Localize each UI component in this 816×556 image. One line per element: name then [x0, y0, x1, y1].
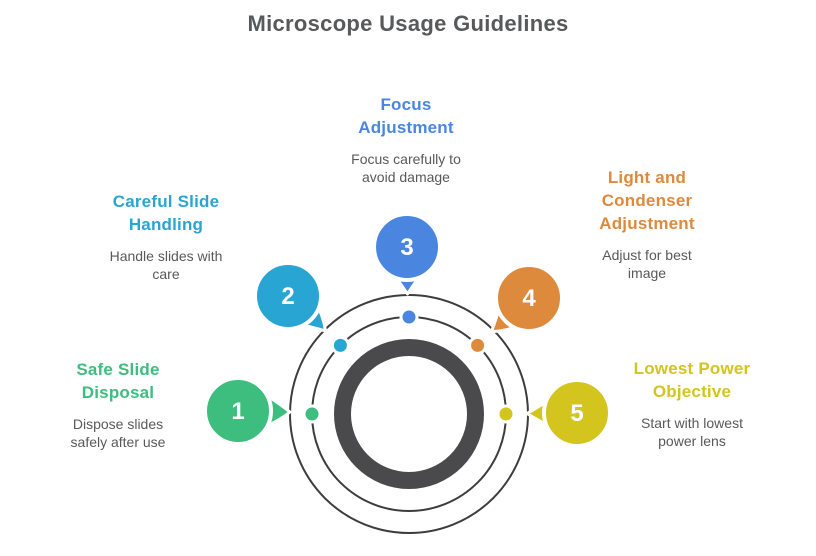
label-light-condenser-adjustment: Light and Condenser Adjustment Adjust fo… [567, 166, 727, 282]
center-lens-ring-icon [334, 339, 484, 489]
bubble-number: 2 [281, 283, 294, 310]
item-title: Lowest Power Objective [633, 359, 751, 401]
bubble-circle [203, 376, 273, 446]
step-bubble-1: 1 [203, 376, 292, 446]
item-title: Careful Slide Handling [112, 192, 220, 234]
bubble-circle [494, 263, 564, 333]
step-bubble-5: 5 [525, 378, 612, 448]
step-dot-1 [302, 404, 322, 424]
label-lowest-power-objective: Lowest Power Objective Start with lowest… [612, 357, 772, 450]
dot-fill [333, 338, 347, 352]
item-title: Safe Slide Disposal [76, 360, 160, 402]
dot-fill [471, 338, 485, 352]
dot-fill [499, 407, 513, 421]
step-bubbles: 1 2 3 4 5 [203, 212, 612, 448]
bubble-number: 5 [570, 400, 583, 427]
bubble-tail [267, 395, 292, 427]
bubble-number: 4 [522, 285, 536, 312]
label-careful-slide-handling: Careful Slide Handling Handle slides wit… [86, 190, 246, 283]
item-description: Handle slides with care [109, 248, 223, 282]
item-description: Adjust for best image [602, 247, 692, 281]
step-dot-2 [330, 335, 350, 355]
step-dots [302, 307, 516, 424]
step-dot-5 [496, 404, 516, 424]
item-description: Start with lowest power lens [641, 415, 743, 449]
label-focus-adjustment: Focus Adjustment Focus carefully to avoi… [326, 93, 486, 186]
step-dot-4 [468, 335, 488, 355]
item-title: Light and Condenser Adjustment [599, 168, 695, 233]
step-bubble-4: 4 [490, 263, 564, 333]
dot-fill [305, 407, 319, 421]
label-safe-slide-disposal: Safe Slide Disposal Dispose slides safel… [38, 358, 198, 451]
bubble-circle [253, 261, 323, 331]
step-bubble-2: 2 [253, 261, 327, 333]
bubble-number: 3 [400, 234, 413, 261]
bubble-circle [542, 378, 612, 448]
item-description: Dispose slides safely after use [70, 416, 166, 450]
item-title: Focus Adjustment [358, 95, 454, 137]
bubble-number: 1 [231, 398, 244, 425]
step-dot-3 [399, 307, 419, 327]
bubble-circle [372, 212, 442, 282]
page-title: Microscope Usage Guidelines [247, 11, 569, 36]
item-description: Focus carefully to avoid damage [351, 151, 461, 185]
step-bubble-3: 3 [372, 212, 442, 296]
dot-fill [402, 310, 416, 324]
